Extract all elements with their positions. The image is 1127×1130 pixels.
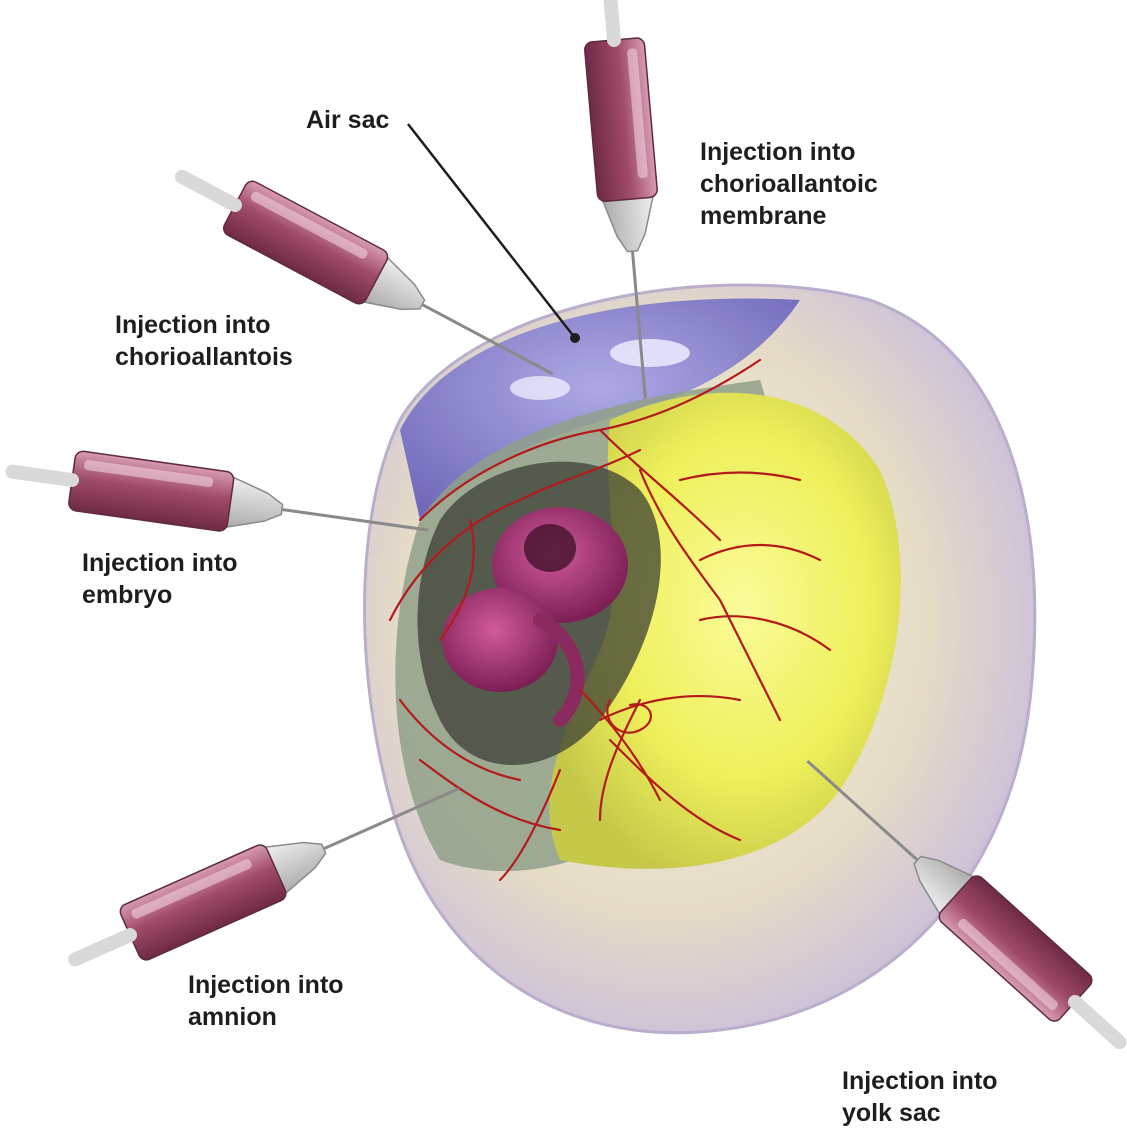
air-sac-leader-dot [570,333,580,343]
label-air-sac-line: Air sac [306,104,389,136]
label-chorioallantoic-membrane: Injection into chorioallantoic membrane [700,136,878,232]
air-sac-highlight [610,339,690,367]
label-line: chorioallantois [115,341,293,373]
air-sac-highlight-2 [510,376,570,400]
label-line: Injection into [700,136,878,168]
label-line: yolk sac [842,1097,998,1129]
label-chorioallantois: Injection into chorioallantois [115,309,293,373]
label-air-sac: Air sac [306,104,389,136]
label-embryo: Injection into embryo [82,547,238,611]
air-sac-leader-line [408,124,575,338]
label-line: Injection into [82,547,238,579]
label-line: amnion [188,1001,344,1033]
label-yolk-sac: Injection into yolk sac [842,1065,998,1129]
label-amnion: Injection into amnion [188,969,344,1033]
label-line: embryo [82,579,238,611]
label-line: chorioallantoic [700,168,878,200]
label-line: membrane [700,200,878,232]
label-line: Injection into [842,1065,998,1097]
label-line: Injection into [188,969,344,1001]
label-line: Injection into [115,309,293,341]
